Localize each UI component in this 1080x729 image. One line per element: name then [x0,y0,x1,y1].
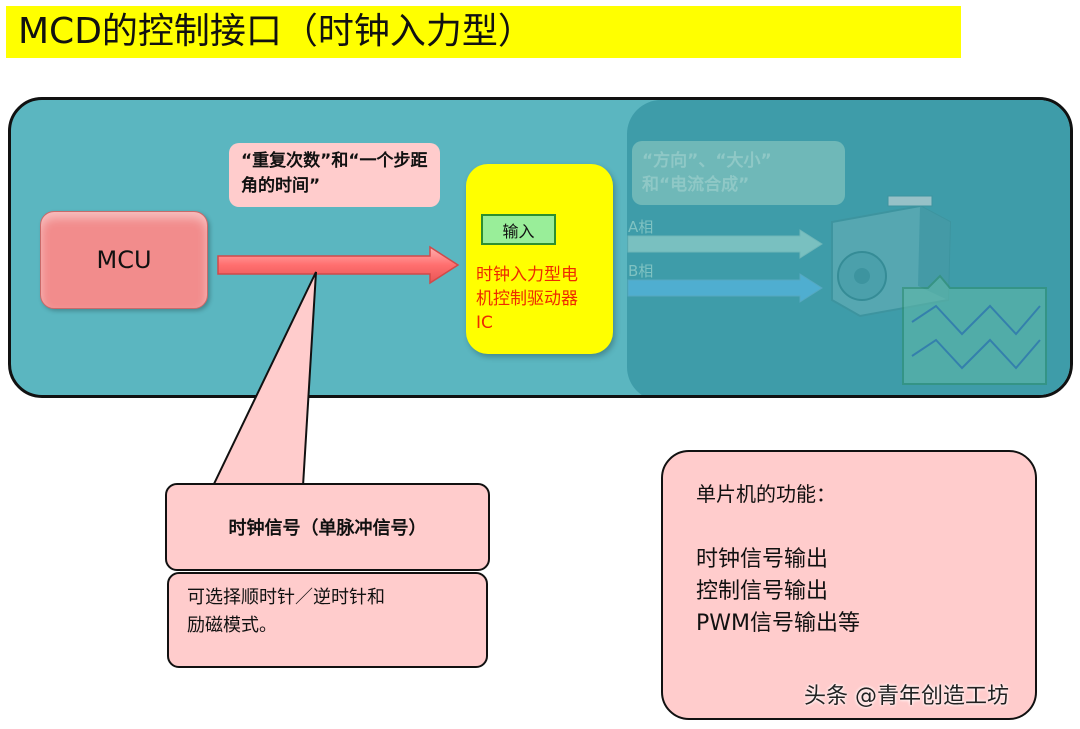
watermark: 头条 @青年创造工坊 [804,684,1009,709]
phase-a-arrow [627,229,823,259]
mcu-function-item: 控制信号输出 [696,579,829,604]
mcu-functions-title: 单片机的功能： [696,482,836,506]
driver-ic-block [466,164,613,354]
mcu-functions-box [661,450,1037,720]
mcu-to-driver-arrow [217,245,460,285]
driver-input-label: 输入 [481,214,556,245]
driver-ic-label: 时钟入力型电 机控制驱动器 IC [476,265,578,333]
page-title: MCD的控制接口（时钟入力型） [18,11,534,52]
phase-a-label: A相 [628,218,654,236]
direction-note: “方向”、“大小” 和“电流合成” [632,141,845,205]
phase-b-label: B相 [628,262,654,280]
callout-pointer [211,271,317,487]
waveform-icon [902,274,1047,385]
clock-signal-callout: 时钟信号（单脉冲信号） [165,483,490,571]
clock-signal-description: 可选择顺时针／逆时针和 励磁模式。 [167,572,488,668]
mcu-function-item: PWM信号输出等 [696,611,861,636]
repeat-time-note: “重复次数”和“一个步距角的时间” [229,143,440,207]
mcu-block: MCU [40,211,208,309]
mcu-function-item: 时钟信号输出 [696,547,829,572]
phase-b-arrow [627,273,823,303]
title-banner: MCD的控制接口（时钟入力型） [6,6,961,58]
